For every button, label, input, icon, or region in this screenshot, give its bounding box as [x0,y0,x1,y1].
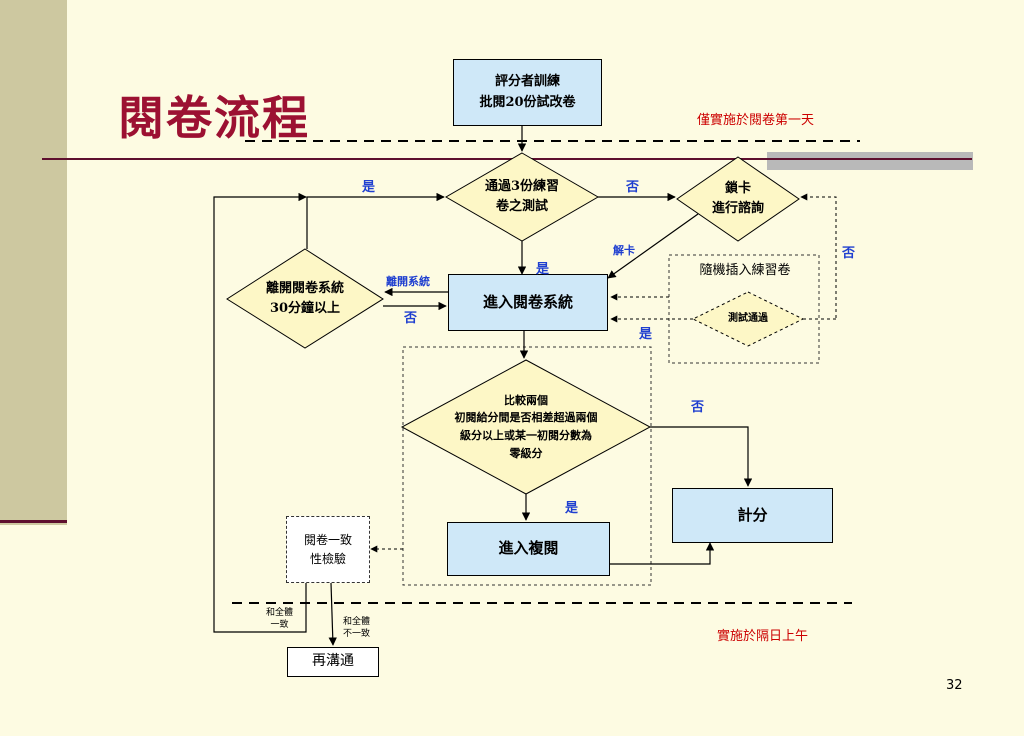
title-underline-rule [42,158,972,160]
recommunicate-box: 再溝通 [287,647,379,677]
enter-review-text: 進入複閱 [498,539,559,558]
consistent-line-2: 一致 [270,619,289,630]
edge-label-inconsistent: 和全體 不一致 [343,617,370,640]
edge-label-yes-test-pass: 是 [639,327,653,342]
consistency-check-box: 閱卷一致 性檢驗 [286,516,370,583]
compare-region [402,346,652,586]
leave-system-line-1: 離開閱卷系統 [265,280,344,296]
leave-system-diamond-label: 離開閱卷系統 30分鐘以上 [245,276,365,322]
next-morning-note: 實施於隔日上午 [717,629,809,644]
test-pass-diamond-shape [691,291,805,347]
enter-grading-system-text: 進入閱卷系統 [482,292,573,311]
compare-diamond-label: 比較兩個 初閱給分間是否相差超過兩個 級分以上或某一初閱分數為 零級分 [422,385,630,469]
grader-training-line-1: 評分者訓練 [494,74,560,90]
edge-label-unlock: 解卡 [613,244,635,257]
compare-line-4: 零級分 [509,446,543,460]
compare-line-2: 初閱給分間是否相差超過兩個 [454,411,598,425]
edge-label-no-top: 否 [626,180,640,195]
edge-label-no-compare: 否 [691,400,705,415]
inconsistent-line-1: 和全體 [343,617,371,627]
test-pass-text: 測試通過 [728,313,768,325]
left-sidebar-rule [0,520,67,523]
score-text: 計分 [737,505,768,524]
pass-test-line-1: 通過3份練習 [484,178,560,194]
pass-test-diamond-label: 通過3份練習 卷之測試 [470,174,574,220]
edge-label-leave-system: 離開系統 [386,275,430,288]
edge-label-yes-top: 是 [362,180,376,195]
leave-system-diamond-shape [226,248,384,349]
slide-title: 閱卷流程 [118,91,310,145]
leave-system-line-2: 30分鐘以上 [269,301,341,316]
enter-grading-system-box: 進入閱卷系統 [448,274,608,331]
consistency-line-2: 性檢驗 [309,551,346,566]
grader-training-box: 評分者訓練 批閱20份試改卷 [453,59,602,126]
random-insert-label: 隨機插入練習卷 [678,261,812,281]
page-number: 32 [946,678,963,693]
unlock-arrow [607,213,699,279]
compare-line-3: 級分以上或某一初閱分數為 [460,429,592,442]
consistent-line-1: 和全體 [266,608,294,618]
lock-no-loop-arrow [800,193,837,318]
left-sidebar-bar [0,0,67,525]
inconsistent-line-2: 不一致 [343,628,371,639]
lock-card-line-2: 進行諮詢 [711,201,764,216]
recommunicate-text: 再溝通 [312,653,354,670]
compare-line-1: 比較兩個 [504,393,548,407]
compare-no-to-score-arrow [650,426,753,487]
grey-accent-strip [767,152,973,170]
edge-label-no-right: 否 [842,246,856,261]
consistency-line-1: 閱卷一致 [303,532,352,547]
lock-card-line-1: 鎖卡 [724,180,751,196]
enter-review-box: 進入複閱 [447,522,610,576]
test-pass-diamond-label: 測試通過 [710,310,786,328]
leave-yes-to-test-arrow [306,192,445,249]
random-insert-region [668,254,820,364]
grader-training-line-2: 批閱20份試改卷 [479,94,576,110]
edge-label-no-leave: 否 [404,311,418,326]
inconsistent-to-recommunicate-arrow [328,582,337,646]
lock-card-diamond-label: 鎖卡 進行諮詢 [697,176,779,222]
edge-label-yes-enter: 是 [536,262,550,277]
random-insert-text: 隨機插入練習卷 [699,262,791,278]
score-box: 計分 [672,488,833,543]
consistent-loop-arrow [213,192,307,633]
edge-label-yes-compare: 是 [565,501,579,516]
review-to-score-arrow [610,542,715,565]
first-day-note: 僅實施於閱卷第一天 [697,113,815,128]
pass-test-line-2: 卷之測試 [495,199,548,214]
edge-label-consistent: 和全體 一致 [266,608,293,631]
lock-card-diamond-shape [676,156,800,242]
